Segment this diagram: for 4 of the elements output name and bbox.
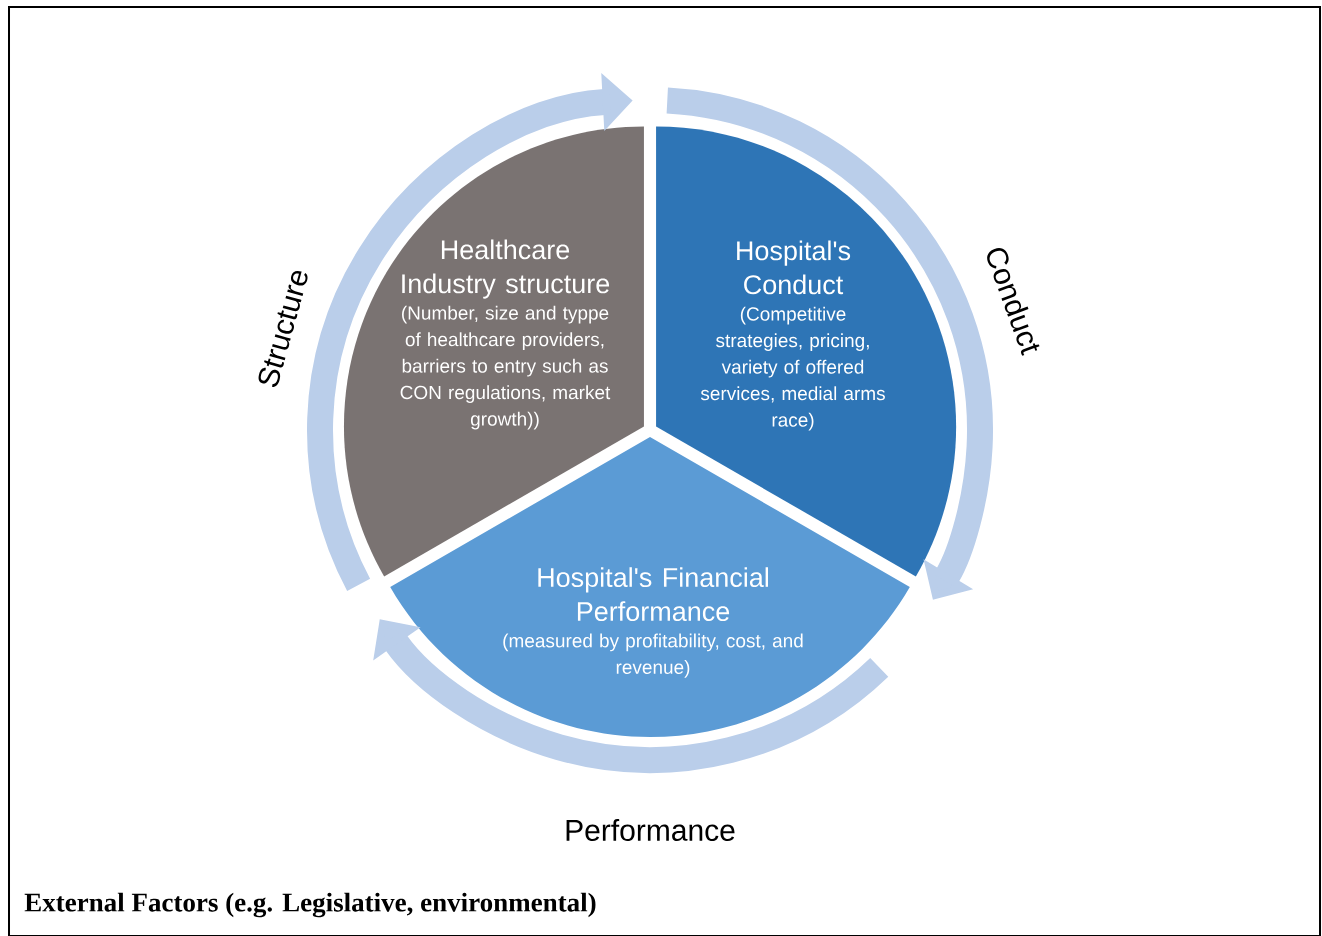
pie-sector: Hospital's Financial Performance (measured by profitability, cost, and revenue) <box>390 437 910 738</box>
cycle-label: Structure <box>258 270 308 387</box>
footnote-text: External Factors (e.g. Legislative, environmental) <box>24 892 596 918</box>
cycle-label: Performance <box>566 819 735 841</box>
